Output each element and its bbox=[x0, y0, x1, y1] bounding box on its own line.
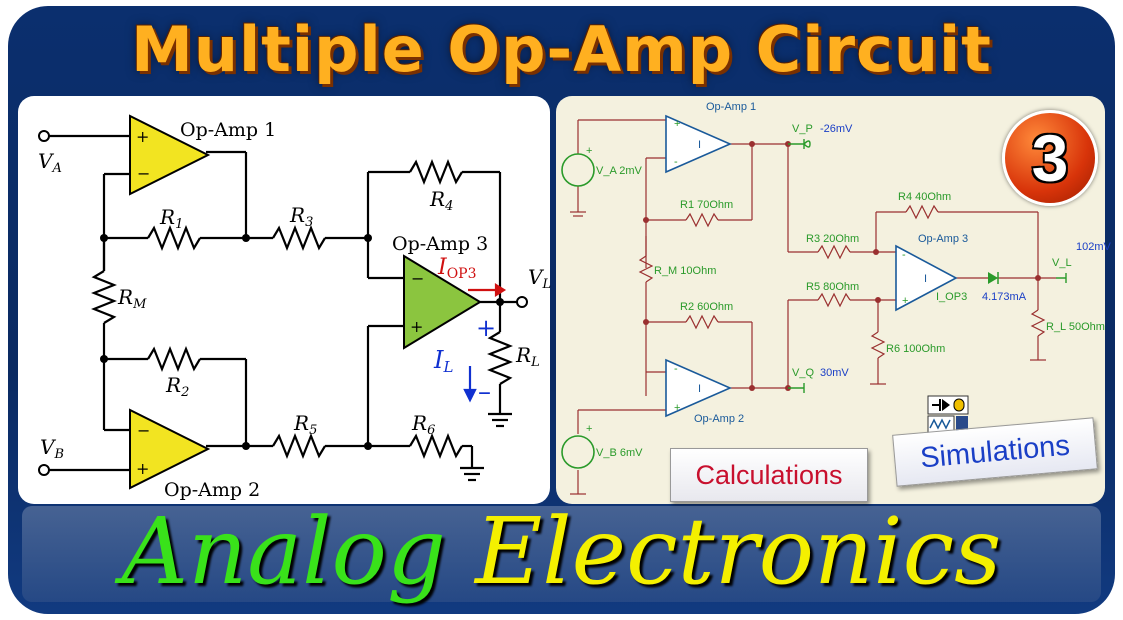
opamp1-symbol bbox=[129, 114, 211, 196]
electronics-word: Electronics bbox=[475, 498, 1002, 605]
svg-text:−: − bbox=[137, 164, 150, 183]
vq-value: 30mV bbox=[820, 367, 849, 379]
vl-label: V_L bbox=[1052, 257, 1072, 269]
r4-label: R4 bbox=[429, 187, 453, 214]
r1-label: R1 bbox=[159, 205, 183, 232]
vb-terminal bbox=[38, 464, 50, 476]
analog-word: Analog bbox=[121, 498, 446, 605]
r1-value: R1 70Ohm bbox=[680, 199, 733, 211]
svg-text:+: + bbox=[586, 423, 592, 435]
r6-value: R6 100Ohm bbox=[886, 343, 945, 355]
r3-value: R3 20Ohm bbox=[806, 233, 859, 245]
episode-badge: 3 bbox=[1002, 110, 1098, 206]
svg-text:+: + bbox=[136, 459, 149, 478]
r2-value: R2 60Ohm bbox=[680, 301, 733, 313]
svg-text:−: − bbox=[411, 269, 424, 288]
opamp2-label: Op-Amp 2 bbox=[164, 479, 260, 501]
vp-value: -26mV bbox=[820, 123, 853, 135]
svg-text:I: I bbox=[698, 139, 701, 151]
schematic-diagram: + − − + − + Op-Amp 1 Op-Amp 2 Op-Amp 3 bbox=[38, 114, 551, 501]
sim-opamp1-label: Op-Amp 1 bbox=[706, 101, 756, 113]
vb-source bbox=[561, 435, 595, 469]
minus-sign: – bbox=[478, 377, 491, 407]
opamp3-symbol bbox=[403, 254, 482, 350]
svg-text:+: + bbox=[674, 118, 680, 130]
svg-text:+: + bbox=[674, 402, 680, 414]
bottom-title: Analog Electronics bbox=[8, 492, 1115, 612]
thumbnail-frame: Multiple Op-Amp Circuit bbox=[8, 6, 1115, 614]
r4-value: R4 40Ohm bbox=[898, 191, 951, 203]
vp-label: V_P bbox=[792, 123, 813, 135]
va-terminal bbox=[38, 130, 50, 142]
rm-value: R_M 10Ohm bbox=[654, 265, 716, 277]
va-source bbox=[561, 153, 595, 187]
r5-label: R5 bbox=[293, 411, 317, 438]
il-label: IL bbox=[433, 346, 453, 376]
svg-text:-: - bbox=[902, 249, 906, 261]
svg-text:I: I bbox=[698, 383, 701, 395]
opamp1-label: Op-Amp 1 bbox=[180, 119, 276, 141]
svg-text:+: + bbox=[586, 145, 592, 157]
sim-opamp1-symbol bbox=[665, 114, 732, 174]
schematic-panel: + − − + − + Op-Amp 1 Op-Amp 2 Op-Amp 3 bbox=[18, 96, 551, 504]
svg-text:−: − bbox=[137, 421, 150, 440]
sim-opamp3-symbol bbox=[895, 244, 958, 312]
vl-value: 102mV bbox=[1076, 241, 1112, 253]
svg-text:+: + bbox=[410, 317, 423, 336]
calculations-button[interactable]: Calculations bbox=[670, 448, 868, 502]
iop3-label: IOP3 bbox=[437, 255, 477, 282]
r6-label: R6 bbox=[411, 411, 435, 438]
r2-label: R2 bbox=[165, 373, 189, 400]
r3-label: R3 bbox=[289, 203, 313, 230]
rl-value: R_L 50Ohm bbox=[1046, 321, 1105, 333]
sim-opamp2-symbol bbox=[665, 358, 732, 418]
rl-label: RL bbox=[515, 343, 540, 370]
vq-label: V_Q bbox=[792, 367, 814, 379]
reflection bbox=[22, 506, 1101, 602]
vl-label: VL bbox=[528, 265, 551, 292]
va-value: V_A 2mV bbox=[596, 165, 643, 177]
svg-text:-: - bbox=[674, 156, 678, 168]
vb-value: V_B 6mV bbox=[596, 447, 643, 459]
svg-text:I: I bbox=[924, 273, 927, 285]
opamp3-label: Op-Amp 3 bbox=[392, 233, 488, 255]
plus-sign: + bbox=[476, 314, 496, 342]
sim-opamp3-label: Op-Amp 3 bbox=[918, 233, 968, 245]
sim-opamp2-label: Op-Amp 2 bbox=[694, 413, 744, 425]
r5-value: R5 80Ohm bbox=[806, 281, 859, 293]
svg-text:+: + bbox=[902, 295, 908, 307]
vl-terminal bbox=[516, 296, 528, 308]
iop3-label: I_OP3 bbox=[936, 291, 967, 303]
iop3-value: 4.173mA bbox=[982, 291, 1027, 303]
vb-label: VB bbox=[40, 435, 64, 462]
svg-text:+: + bbox=[136, 127, 149, 146]
va-label: VA bbox=[38, 149, 62, 176]
opamp2-symbol bbox=[129, 408, 211, 490]
simulator-logo-icon bbox=[927, 395, 969, 435]
rm-label: RM bbox=[117, 285, 147, 312]
simulation-schematic: I I I Op-Amp 1 Op-Amp 2 Op-Amp 3 V_A 2mV… bbox=[561, 101, 1112, 495]
svg-text:-: - bbox=[674, 363, 678, 375]
page-title: Multiple Op-Amp Circuit bbox=[131, 13, 992, 86]
